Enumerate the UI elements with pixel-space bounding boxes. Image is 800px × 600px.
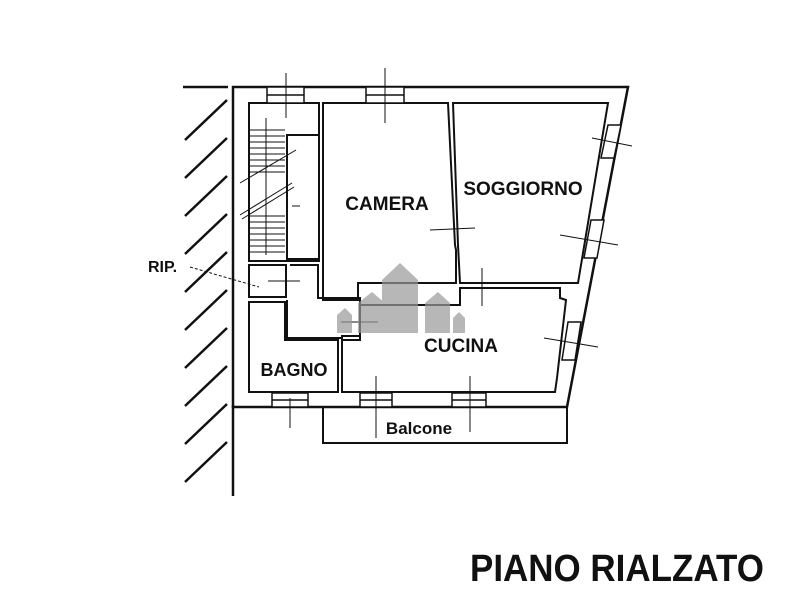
camera-label: CAMERA [345, 194, 429, 215]
windows [266, 86, 622, 408]
neighbor-hatch [183, 85, 235, 496]
balcone-label: Balcone [386, 419, 452, 438]
bagno-room [248, 301, 339, 393]
soggiorno-label: SOGGIORNO [463, 179, 582, 200]
bagno-label: BAGNO [261, 360, 328, 380]
rip-label: RIP. [148, 259, 177, 276]
camera-room [322, 102, 457, 301]
plan-title: PIANO RIALZATO [470, 548, 764, 590]
cucina-label: CUCINA [424, 336, 498, 357]
stairwell [248, 102, 320, 262]
stairs [239, 118, 297, 255]
soggiorno-room [451, 102, 610, 284]
watermark-house-icon [337, 263, 465, 333]
balcone [322, 407, 568, 444]
